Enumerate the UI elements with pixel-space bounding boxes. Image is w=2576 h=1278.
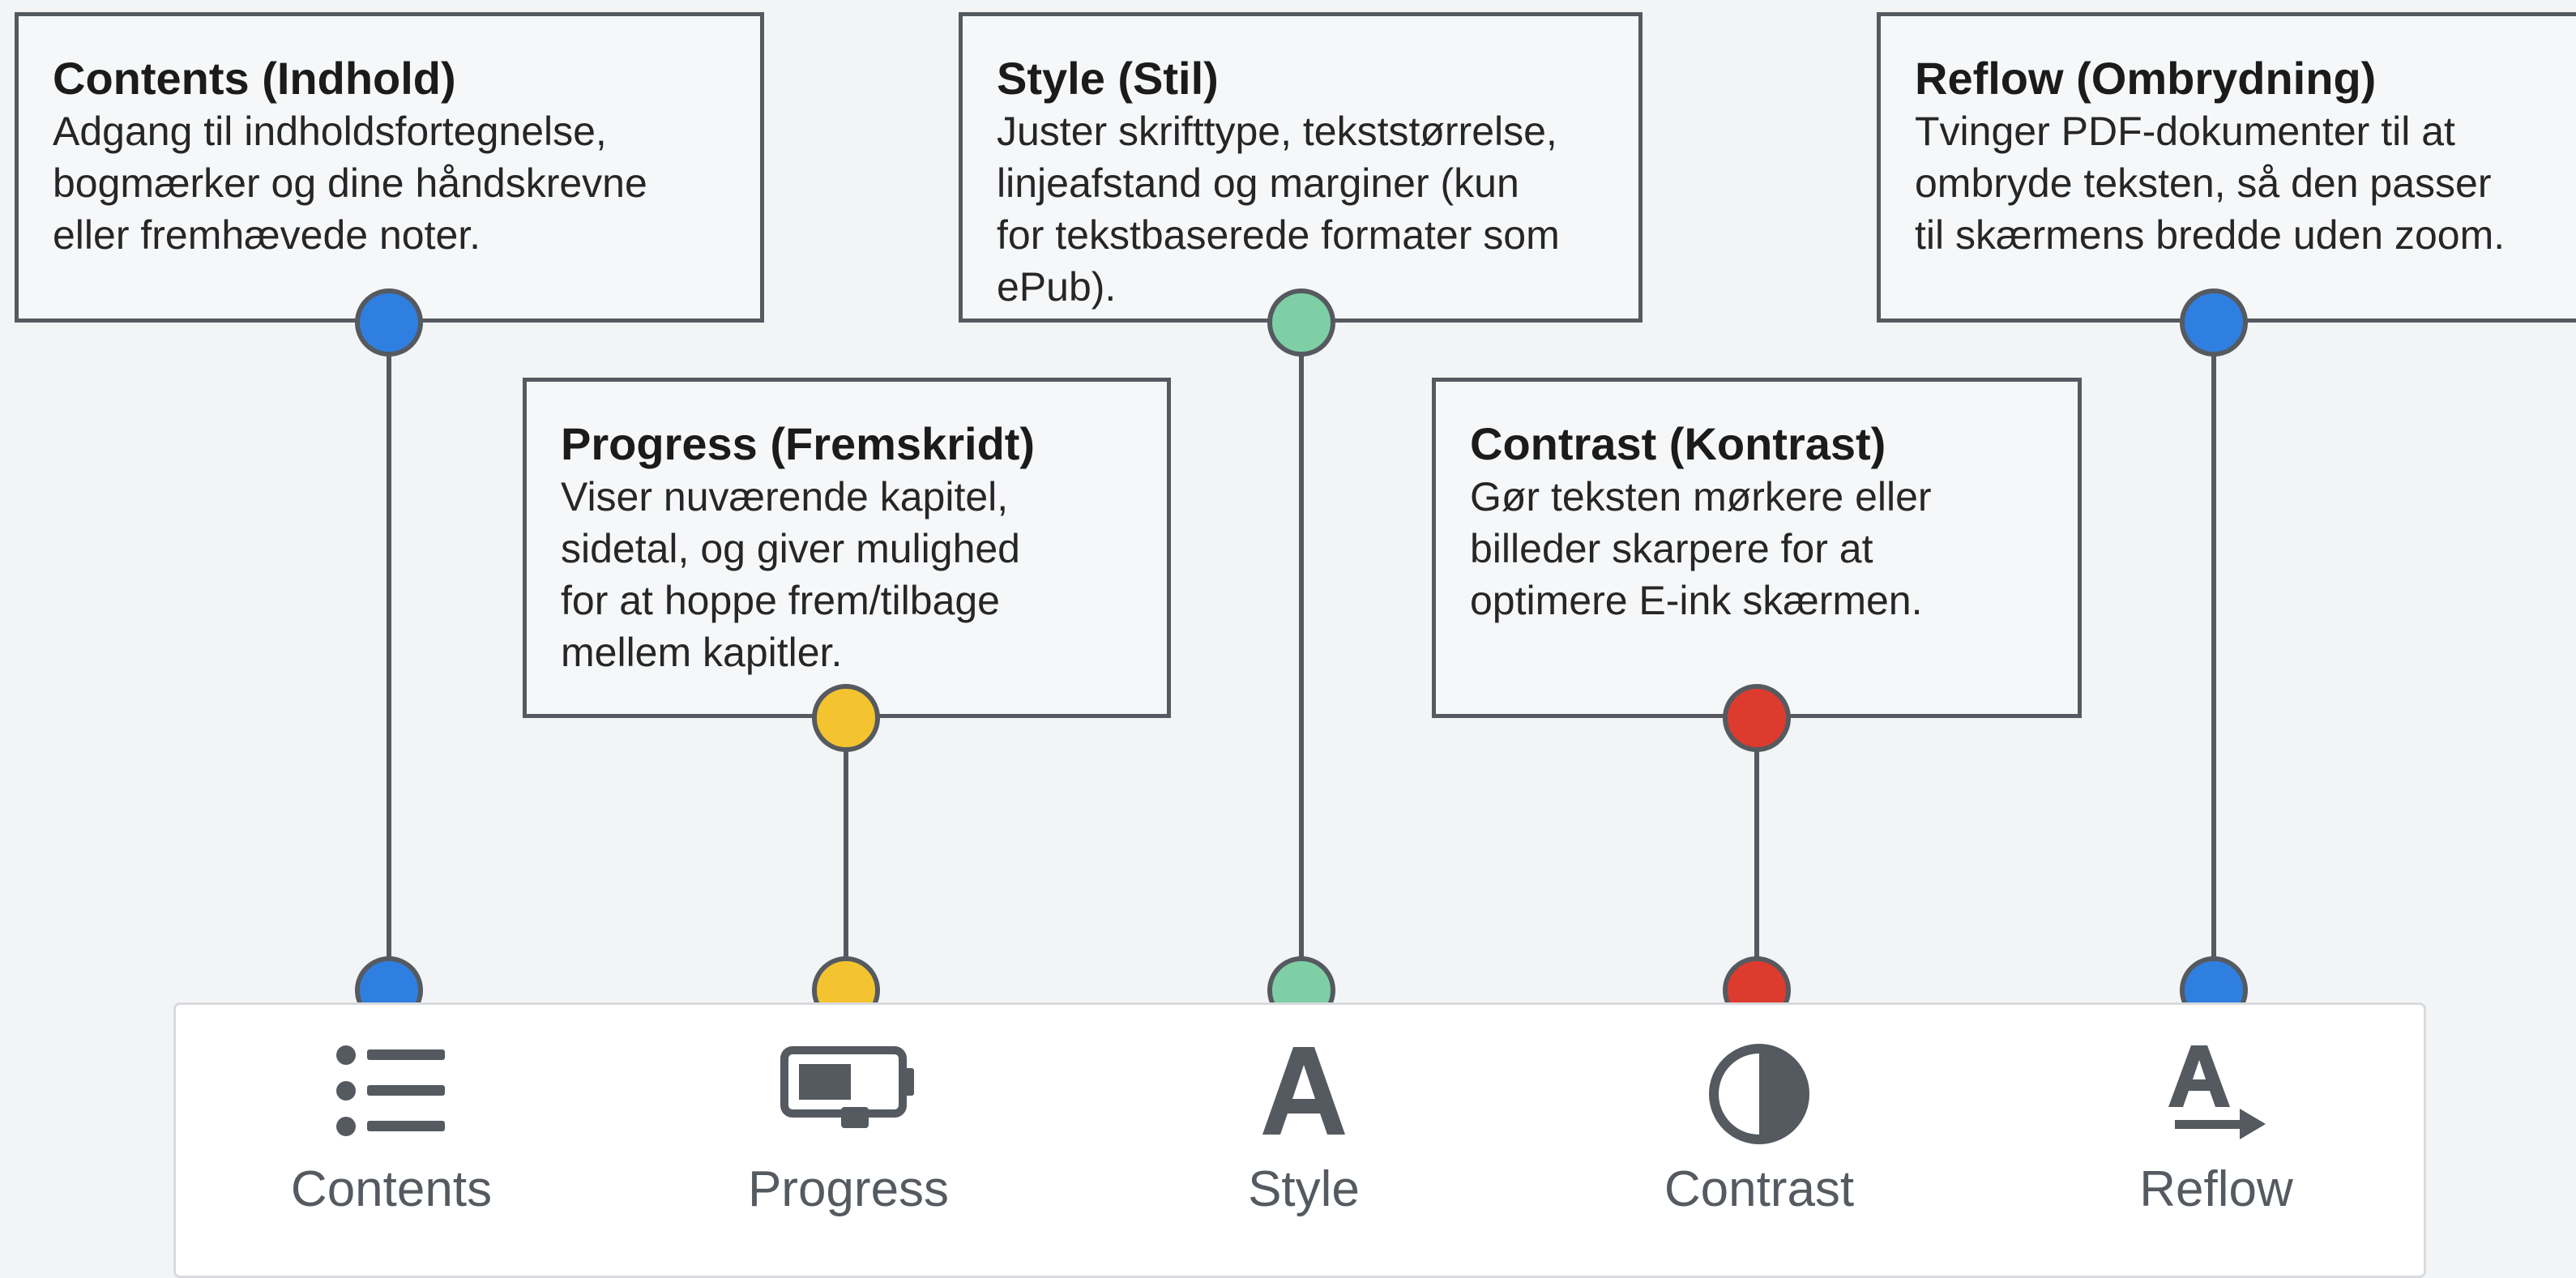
toolbar-button-contents[interactable]: Contents — [221, 1005, 562, 1248]
callout-description: Gør teksten mørkere eller billeder skarp… — [1470, 471, 2044, 626]
callout-description: Viser nuværende kapitel, sidetal, og giv… — [561, 471, 1133, 678]
callout-contrast: Contrast (Kontrast) Gør teksten mørkere … — [1432, 378, 2082, 718]
dot-contrast-top — [1723, 684, 1791, 752]
callout-title: Style (Stil) — [997, 53, 1219, 104]
callout-reflow: Reflow (Ombrydning) Tvinger PDF-dokument… — [1877, 12, 2576, 323]
toolbar-label: Reflow — [2139, 1161, 2293, 1217]
toolbar-label: Style — [1248, 1161, 1360, 1217]
toolbar-label: Contrast — [1664, 1161, 1855, 1217]
description-line: ePub). — [997, 264, 1117, 310]
description-line: eller fremhævede noter. — [53, 212, 481, 258]
dot-progress-top — [812, 684, 880, 752]
description-line: bogmærker og dine håndskrevne — [53, 160, 647, 206]
toolbar-label: Progress — [747, 1161, 950, 1217]
description-line: Gør teksten mørkere eller — [1470, 474, 1932, 519]
list-icon — [335, 1042, 448, 1143]
description-line: Viser nuværende kapitel, — [561, 474, 1009, 519]
description-line: Juster skrifttype, tekststørrelse, — [997, 109, 1557, 154]
connector-layer — [387, 323, 2216, 990]
description-line: sidetal, og giver mulighed — [561, 526, 1020, 571]
callout-title: Contrast (Kontrast) — [1470, 418, 1886, 469]
callout-description: Juster skrifttype, tekststørrelse, linje… — [997, 105, 1604, 313]
contrast-icon — [1707, 1042, 1811, 1150]
callout-description: Tvinger PDF-dokumenter til at ombryde te… — [1915, 105, 2552, 261]
description-line: til skærmens bredde uden zoom. — [1915, 212, 2506, 258]
callout-title: Progress (Fremskridt) — [561, 418, 1036, 469]
description-line: linjeafstand og marginer (kun — [997, 160, 1519, 206]
description-line: mellem kapitler. — [561, 630, 843, 675]
dot-contents-top — [355, 289, 423, 357]
description-line: Adgang til indholdsfortegnelse, — [53, 109, 607, 154]
dot-reflow-top — [2180, 289, 2248, 357]
reader-toolbar: Contents Progress Style Contrast — [173, 1002, 2426, 1278]
description-line: for at hoppe frem/tilbage — [561, 578, 1000, 623]
toolbar-button-progress[interactable]: Progress — [678, 1005, 1019, 1248]
font-style-icon — [1259, 1042, 1348, 1143]
callout-title: Reflow (Ombrydning) — [1915, 53, 2377, 104]
toolbar-button-reflow[interactable]: Reflow — [2046, 1005, 2386, 1248]
callout-style: Style (Stil) Juster skrifttype, tekststø… — [959, 12, 1643, 323]
dot-style-top — [1267, 289, 1335, 357]
description-line: billeder skarpere for at — [1470, 526, 1873, 571]
reflow-icon — [2164, 1042, 2269, 1147]
callout-contents: Contents (Indhold) Adgang til indholdsfo… — [15, 12, 764, 323]
callout-description: Adgang til indholdsfortegnelse, bogmærke… — [53, 105, 726, 261]
description-line: optimere E-ink skærmen. — [1470, 578, 1923, 623]
callout-progress: Progress (Fremskridt) Viser nuværende ka… — [523, 378, 1171, 718]
toolbar-button-contrast[interactable]: Contrast — [1589, 1005, 1929, 1248]
description-line: Tvinger PDF-dokumenter til at — [1915, 109, 2455, 154]
battery-progress-icon — [780, 1042, 917, 1135]
callout-title: Contents (Indhold) — [53, 53, 456, 104]
description-line: ombryde teksten, så den passer — [1915, 160, 2492, 206]
toolbar-label: Contents — [290, 1161, 493, 1217]
description-line: for tekstbaserede formater som — [997, 212, 1560, 258]
toolbar-button-style[interactable]: Style — [1134, 1005, 1474, 1248]
